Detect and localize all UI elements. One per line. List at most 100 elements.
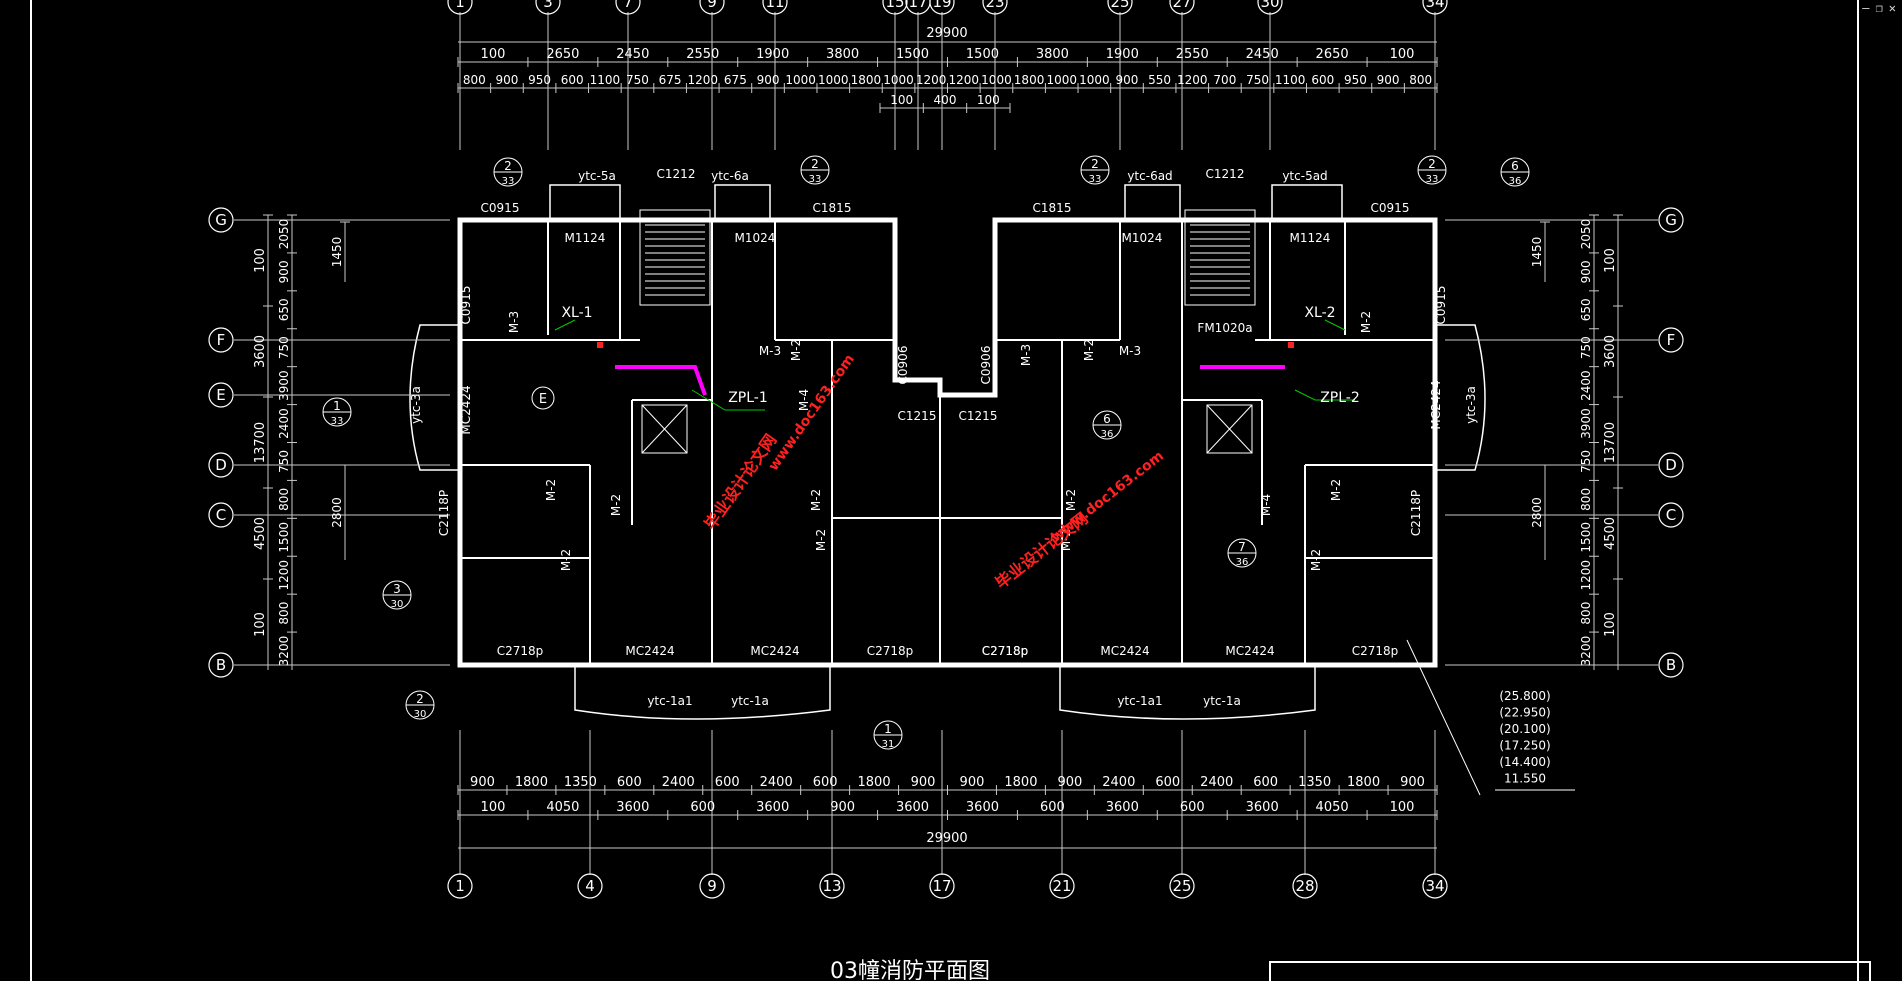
callout-sheet: 33 — [1426, 174, 1439, 185]
right-dim-inner-value: 900 — [1579, 260, 1593, 283]
door-label: M-2 — [1309, 549, 1323, 571]
pipe-markers — [597, 342, 1294, 348]
mc-label: MC2424 — [459, 385, 473, 434]
top-dim-row2-value: 900 — [1116, 73, 1139, 87]
window-label: C2718p — [867, 644, 914, 658]
top-dim-row2-value: 1000 — [1079, 73, 1110, 87]
elevation-leader — [1406, 639, 1481, 796]
axis-bottom: 1 — [455, 877, 465, 895]
callout-sheet: 36 — [1509, 176, 1522, 187]
left-dim-inner-value: 900 — [277, 260, 291, 283]
top-dim-row1-value: 1500 — [896, 47, 929, 62]
top-dim-row1-value: 2450 — [616, 47, 649, 62]
balcony-label: ytc-1a1 — [647, 694, 692, 708]
door-label: M-3 — [507, 311, 521, 333]
right-dim-small-value: 1450 — [1530, 237, 1544, 268]
close-icon[interactable]: ✕ — [1888, 1, 1896, 15]
mc-label: MC2424 — [625, 644, 674, 658]
door-label: M-2 — [789, 339, 803, 361]
axis-top: 7 — [623, 0, 633, 11]
top-dim-row2-value: 1200 — [949, 73, 980, 87]
callout-sheet: 33 — [331, 416, 344, 427]
top-dim-row2-value: 750 — [626, 73, 649, 87]
axis-left-circle — [208, 382, 234, 408]
bottom-dim-row1-value: 900 — [911, 775, 936, 790]
axis-bottom: 9 — [707, 877, 717, 895]
axis-bottom-circle — [1169, 873, 1195, 899]
axis-left-circle — [208, 452, 234, 478]
callout-number: 1 — [333, 399, 341, 413]
right-dim-inner-value: 650 — [1579, 298, 1593, 321]
top-dim-row2-value: 1000 — [981, 73, 1012, 87]
elevation-value: (14.400) — [1499, 755, 1550, 769]
balcony-label: ytc-6ad — [1127, 169, 1172, 183]
top-dim-row2-value: 1200 — [1177, 73, 1208, 87]
axis-left-circle — [208, 327, 234, 353]
door-label: M1124 — [565, 231, 606, 245]
axis-bottom-circle — [447, 873, 473, 899]
fire-riser-label: XL-2 — [1304, 305, 1335, 321]
window-label: C2118P — [437, 490, 451, 536]
bottom-dim-row2-value: 600 — [1040, 800, 1065, 815]
axis-left-circle — [208, 502, 234, 528]
top-dim-row1-value: 1900 — [756, 47, 789, 62]
axis-bottom-circle — [819, 873, 845, 899]
door-label: M-2 — [809, 489, 823, 511]
top-dim-row3-value: 400 — [934, 93, 957, 107]
callout-sheet: 30 — [391, 599, 404, 610]
left-dim-small-value: 2800 — [330, 497, 344, 528]
top-dim-row2-value: 1100 — [590, 73, 621, 87]
callout-number: 2 — [416, 692, 424, 706]
door-label: M-2 — [544, 479, 558, 501]
axis-top-circle — [982, 0, 1008, 15]
top-dim-row2-value: 950 — [1344, 73, 1367, 87]
stair-treads — [645, 224, 1250, 296]
bottom-dim-row1-value: 600 — [1253, 775, 1278, 790]
top-dim-row2-value: 1000 — [1046, 73, 1077, 87]
sprinkler-pipes — [615, 365, 1285, 396]
top-dim-row2-value: 1000 — [818, 73, 849, 87]
bottom-dim-row2-value: 3600 — [1106, 800, 1139, 815]
axis-left: B — [216, 656, 226, 674]
door-label: M-2 — [609, 494, 623, 516]
window-label: C1815 — [813, 201, 852, 215]
axis-left-circle — [208, 652, 234, 678]
bottom-dim-row2-value: 900 — [830, 800, 855, 815]
top-dim-row2-value: 800 — [463, 73, 486, 87]
restore-icon[interactable]: ❐ — [1875, 1, 1883, 15]
right-dim-outer-value: 4500 — [1603, 517, 1618, 550]
left-dim-inner-value: 2050 — [277, 219, 291, 250]
top-dim-row2-value: 600 — [561, 73, 584, 87]
axis-bottom-circle — [577, 873, 603, 899]
axis-top: 1 — [455, 0, 465, 11]
door-label: M1024 — [735, 231, 776, 245]
axis-top-circle — [929, 0, 955, 15]
balcony-label: ytc-1a1 — [1117, 694, 1162, 708]
top-dim-row2-value: 1800 — [1014, 73, 1045, 87]
fire-riser-label: XL-1 — [561, 305, 592, 321]
balcony-label: ytc-6a — [711, 169, 749, 183]
bottom-dim-row2-value: 600 — [1180, 800, 1205, 815]
minimize-icon[interactable]: – — [1862, 1, 1870, 15]
axis-top: 15 — [885, 0, 904, 11]
top-dim-row2-value: 900 — [757, 73, 780, 87]
bottom-dim-row2-value: 3600 — [756, 800, 789, 815]
door-label: M-2 — [1064, 489, 1078, 511]
mc-label: MC2424 — [1225, 644, 1274, 658]
axis-top-circle — [1257, 0, 1283, 15]
bottom-dim-row1-value: 600 — [1155, 775, 1180, 790]
window-label: C0915 — [481, 201, 520, 215]
top-dim-row3-value: 100 — [977, 93, 1000, 107]
axis-right-circle — [1658, 207, 1684, 233]
left-dim-inner-value: 800 — [277, 602, 291, 625]
bottom-dim-row1-value: 1350 — [1298, 775, 1331, 790]
axis-bottom-circle — [1292, 873, 1318, 899]
axis-right: G — [1665, 211, 1677, 229]
door-label: M1024 — [1122, 231, 1163, 245]
top-dim-row2-value: 1000 — [785, 73, 816, 87]
right-dim-inner-value: 3900 — [1579, 408, 1593, 439]
right-dim-inner-value: 2050 — [1579, 219, 1593, 250]
left-dim-small-value: 1450 — [330, 237, 344, 268]
axis-right-circle — [1658, 502, 1684, 528]
